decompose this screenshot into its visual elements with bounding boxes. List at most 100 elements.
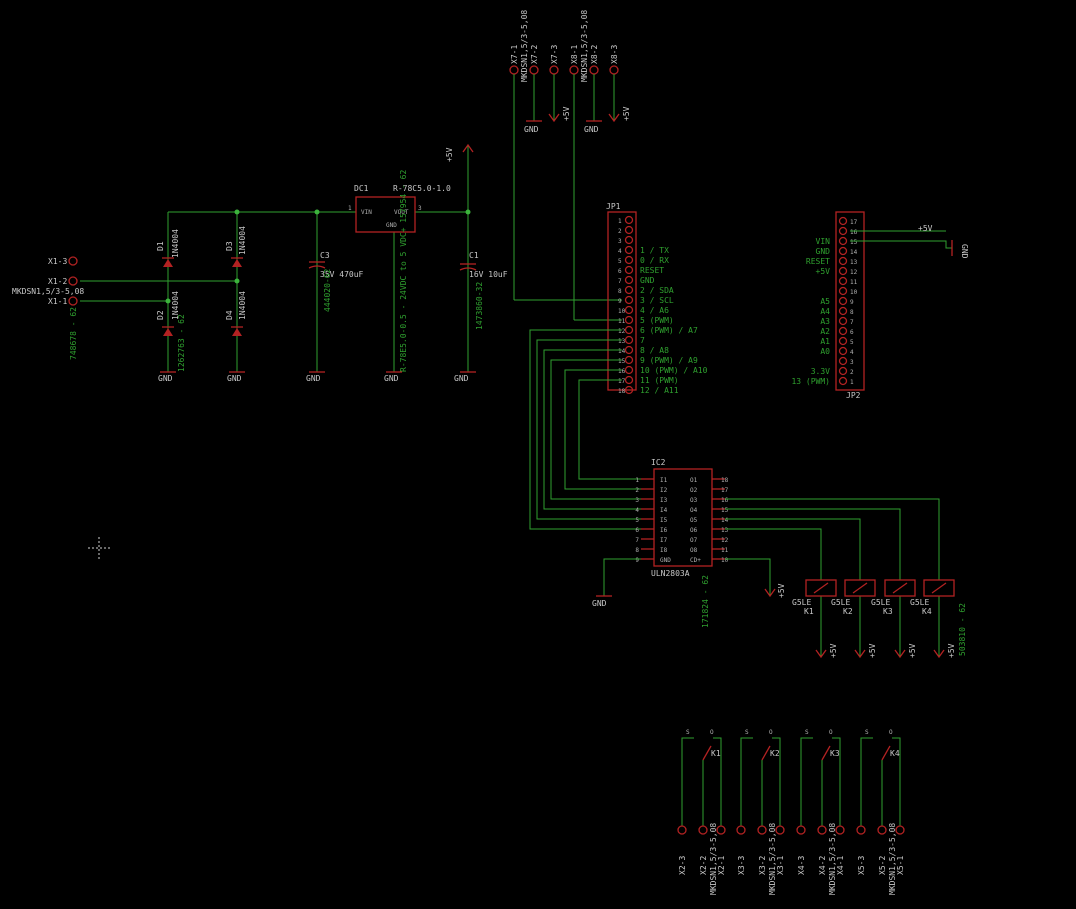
jp1-pin[interactable] <box>624 325 634 335</box>
jp1-pin[interactable] <box>624 265 634 275</box>
terminal-x3-3[interactable] <box>736 825 746 835</box>
vcc-label: +5V <box>908 643 917 658</box>
jp2-pin[interactable] <box>838 296 848 306</box>
terminal-x4-3[interactable] <box>796 825 806 835</box>
terminal-x3-2[interactable] <box>757 825 767 835</box>
d3-label: D3 <box>225 241 234 251</box>
ic2-pin-name: I3 <box>660 497 668 504</box>
x8-1-label: X8-1 <box>570 45 579 64</box>
jp1-pin[interactable] <box>624 355 634 365</box>
jp1-pin[interactable] <box>624 365 634 375</box>
jp1-pin[interactable] <box>624 275 634 285</box>
ic2-pin-name: I2 <box>660 487 668 494</box>
jp2-pin-signal: A2 <box>820 327 830 336</box>
connector-x7[interactable]: X7-1 MKDSN1,5/3-5,08 X7-2 X7-3 <box>509 10 559 82</box>
relay-name: K4 <box>922 607 932 616</box>
jp2-pin-number: 10 <box>850 289 858 296</box>
gnd-label: GND <box>227 374 242 383</box>
connector-x8[interactable]: X8-1 MKDSN1,5/3-5,08 X8-2 X8-3 <box>569 10 619 82</box>
ic2-pin-name: I6 <box>660 527 668 534</box>
header-jp2[interactable]: JP2 1716151413121110987654321VINGNDRESET… <box>791 211 865 400</box>
jp1-pin[interactable] <box>624 335 634 345</box>
jp2-pin[interactable] <box>838 316 848 326</box>
jp1-pin[interactable] <box>624 235 634 245</box>
jp1-pin[interactable] <box>624 305 634 315</box>
gnd-label: GND <box>960 244 969 259</box>
terminal-x4-1[interactable] <box>835 825 845 835</box>
jp2-pin[interactable] <box>838 376 848 386</box>
jp1-pin[interactable] <box>624 295 634 305</box>
terminal-x5-1[interactable] <box>895 825 905 835</box>
jp2-pin[interactable] <box>838 246 848 256</box>
dc1-pin1: 1 <box>348 205 352 212</box>
jp2-pin-number: 12 <box>850 269 858 276</box>
jp2-pin-number: 4 <box>850 349 854 356</box>
jp1-pin[interactable] <box>624 255 634 265</box>
jp1-label: JP1 <box>606 202 621 211</box>
x7-x8-power-symbols: GND +5V GND +5V <box>524 106 631 134</box>
jp2-pin[interactable] <box>838 256 848 266</box>
jp1-pin[interactable] <box>624 245 634 255</box>
diode-d1[interactable]: D1 1N4004 <box>156 229 180 267</box>
jp1-pin[interactable] <box>624 285 634 295</box>
relay-order: 503810 - 62 <box>958 603 967 656</box>
jp2-pin[interactable] <box>838 336 848 346</box>
terminal-label: X2-3 <box>678 856 687 875</box>
jp2-pin[interactable] <box>838 346 848 356</box>
supply-5v-top: +5V <box>445 143 474 162</box>
capacitor-c3[interactable]: C3 35V 470uF 444020-62 <box>308 251 364 312</box>
contact-label: S <box>805 729 809 736</box>
regulator-dc1[interactable]: DC1 R-78C5.0-1.0 VIN VOUT GND 1 3 R-78E5… <box>348 170 451 372</box>
terminal-label: X3-1 <box>776 856 785 875</box>
terminal-x4-2[interactable] <box>817 825 827 835</box>
x1-order: 748678 - 62 <box>69 307 78 360</box>
jp2-pin-signal: 13 (PWM) <box>791 377 830 386</box>
diode-d3[interactable]: D3 1N4004 <box>225 226 247 267</box>
jp1-pin-signal: 3 / SCL <box>640 296 674 305</box>
jp2-pin-number: 17 <box>850 219 858 226</box>
ic2-pin-name: GND <box>660 557 671 564</box>
ic2-pin-number: 18 <box>721 477 729 484</box>
jp2-pin[interactable] <box>838 216 848 226</box>
jp1-pin-number: 14 <box>618 348 626 355</box>
capacitor-c1[interactable]: C1 16V 10uF 1473860-32 <box>459 251 508 330</box>
jp1-pin[interactable] <box>624 215 634 225</box>
jp2-pin[interactable] <box>838 226 848 236</box>
terminal-x2-1[interactable] <box>716 825 726 835</box>
vcc-label: +5V <box>947 643 956 658</box>
terminal-x2-2[interactable] <box>698 825 708 835</box>
jp1-pin[interactable] <box>624 225 634 235</box>
terminal-x2-3[interactable] <box>677 825 687 835</box>
connector-x1[interactable]: X1-3 X1-2 MKDSN1,5/3-5,08 X1-1 748678 - … <box>12 256 84 360</box>
jp2-pin[interactable] <box>838 366 848 376</box>
gnd-label: GND <box>592 599 607 608</box>
jp2-pin[interactable] <box>838 306 848 316</box>
jp2-pin[interactable] <box>838 326 848 336</box>
terminal-x3-1[interactable] <box>775 825 785 835</box>
jp2-pin[interactable] <box>838 236 848 246</box>
terminal-x5-3[interactable] <box>856 825 866 835</box>
contact-relay-name: K1 <box>711 749 721 758</box>
diode-d2[interactable]: D2 1N4004 1262763 - 62 <box>156 291 186 372</box>
d4-label: D4 <box>225 310 234 320</box>
relay-name: K2 <box>843 607 853 616</box>
ic2-pin-number: 1 <box>635 477 639 484</box>
jp2-pin[interactable] <box>838 356 848 366</box>
jp2-pin[interactable] <box>838 286 848 296</box>
jp1-pin[interactable] <box>624 385 634 395</box>
jp2-pin[interactable] <box>838 266 848 276</box>
jp2-pin[interactable] <box>838 276 848 286</box>
jp1-pin[interactable] <box>624 315 634 325</box>
jp1-pin[interactable] <box>624 375 634 385</box>
jp1-pin[interactable] <box>624 345 634 355</box>
terminal-x5-2[interactable] <box>877 825 887 835</box>
diode-d4[interactable]: D4 1N4004 <box>225 291 247 336</box>
